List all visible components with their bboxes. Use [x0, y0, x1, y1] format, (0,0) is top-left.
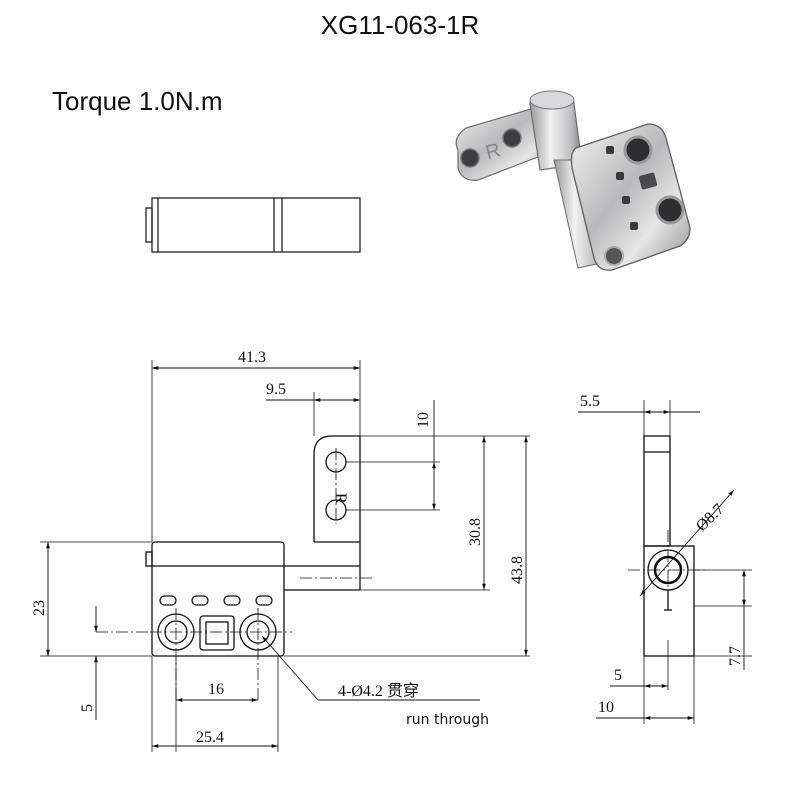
dim-tab-hole-pitch: 10 — [415, 412, 432, 428]
front-r-mark: R — [332, 493, 349, 504]
photo-r-mark: R — [483, 139, 503, 164]
side-view — [643, 435, 695, 657]
dim-tab-width: 9.5 — [266, 381, 286, 398]
hole-note-translation: run through — [406, 712, 489, 728]
product-photo: R — [455, 90, 691, 271]
dim-side-offset-small: 5 — [614, 667, 622, 684]
dim-tab-height: 30.8 — [467, 518, 484, 546]
dim-body-height: 23 — [31, 600, 48, 616]
extension-lines — [40, 360, 530, 752]
dim-body-width: 25.4 — [196, 729, 224, 746]
dim-pivot-height: 7.7 — [727, 646, 744, 666]
dim-overall-width: 41.3 — [238, 349, 266, 366]
torque-spec: Torque 1.0N.m — [52, 86, 223, 116]
front-view — [145, 435, 361, 657]
side-extension-lines — [643, 400, 752, 724]
dim-side-thickness: 5.5 — [580, 393, 600, 410]
dim-side-offset-large: 10 — [598, 699, 614, 716]
dim-overall-height: 43.8 — [509, 556, 526, 584]
dimension-lines — [46, 366, 528, 748]
dim-hole-pitch: 16 — [208, 681, 224, 698]
dim-hole-offset: 5 — [79, 704, 96, 712]
top-view — [145, 197, 361, 253]
drawing-title: XG11-063-1R — [320, 10, 480, 40]
hole-note-spec: 4-Ø4.2 贯穿 — [338, 682, 419, 700]
side-dimension-lines — [578, 410, 746, 720]
centerlines — [96, 448, 372, 700]
